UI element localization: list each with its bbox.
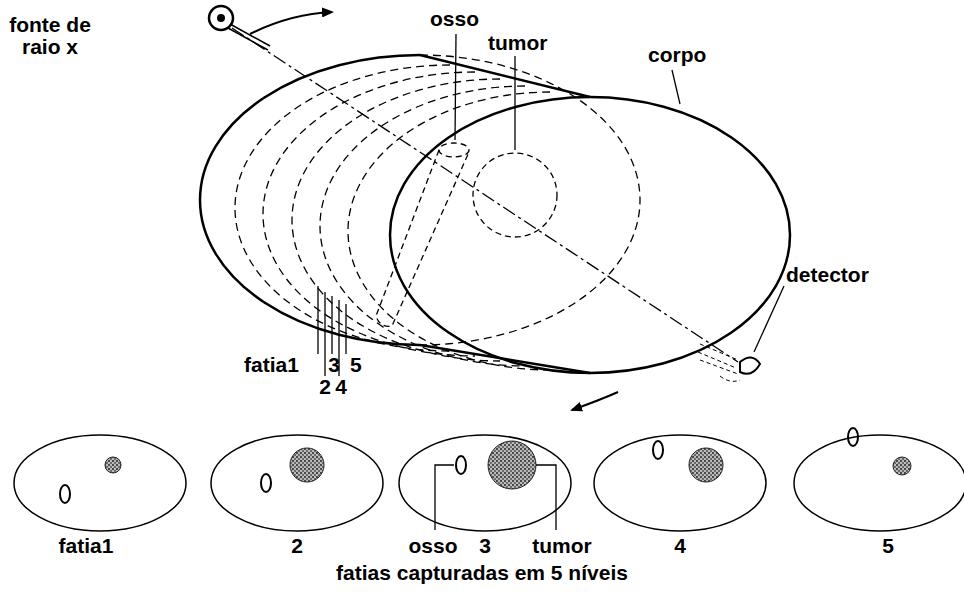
drawing-stroke — [14, 435, 186, 531]
drawing-stroke — [318, 34, 784, 376]
drawing-stroke — [514, 56, 515, 150]
part-label: 2 — [291, 535, 303, 557]
drawing-stroke — [473, 153, 557, 237]
drawing-stroke — [345, 304, 346, 354]
drawing-stroke — [14, 6, 964, 531]
part-label: tumor — [532, 535, 592, 557]
part-label: osso — [430, 8, 479, 30]
drawing-stroke — [572, 392, 618, 410]
drawing-stroke — [105, 441, 911, 489]
drawing-stroke — [60, 428, 858, 503]
part-label: 4 — [674, 535, 686, 557]
part-label: osso — [408, 535, 457, 557]
drawing-stroke — [331, 296, 332, 354]
drawing-stroke — [698, 344, 740, 381]
drawing-stroke — [232, 28, 738, 362]
drawing-stroke — [435, 465, 556, 530]
drawing-stroke — [376, 150, 469, 326]
drawing-stroke — [420, 55, 590, 373]
drawing-stroke — [672, 70, 680, 104]
drawing-stroke — [60, 485, 70, 503]
drawing-stroke — [455, 34, 456, 140]
part-label: 3 — [328, 354, 340, 376]
drawing-stroke — [324, 292, 325, 376]
drawing-stroke — [653, 441, 663, 459]
part-label: fonte de raio x — [0, 14, 100, 58]
drawing-stroke — [893, 457, 911, 475]
drawing-stroke — [399, 435, 571, 531]
part-label: 4 — [335, 376, 347, 398]
drawing-stroke — [235, 65, 450, 351]
drawing-stroke — [250, 12, 332, 34]
drawing-stroke — [14, 435, 964, 531]
drawing-stroke — [594, 435, 766, 531]
drawing-stroke — [698, 344, 740, 381]
drawing-stroke — [754, 286, 784, 352]
part-label: fatia1 — [244, 354, 299, 376]
drawing-stroke — [209, 6, 233, 30]
drawing-stroke — [320, 86, 525, 366]
part-label: 3 — [479, 535, 491, 557]
drawing-stroke — [536, 465, 556, 530]
drawing-stroke — [848, 428, 858, 446]
drawing-stroke — [290, 448, 324, 482]
part-label: 5 — [882, 535, 894, 557]
drawing-stroke — [200, 55, 420, 345]
drawing-stroke — [456, 456, 466, 474]
drawing-stroke — [261, 474, 271, 492]
drawing-stroke — [105, 457, 121, 473]
drawing-stroke — [740, 357, 760, 373]
drawing-stroke — [488, 441, 536, 489]
drawing-stroke — [211, 435, 383, 531]
drawing-stroke — [292, 79, 500, 361]
drawing-stroke — [376, 143, 469, 326]
figure-caption: fatias capturadas em 5 níveis — [336, 562, 628, 584]
drawing-stroke — [439, 143, 469, 157]
drawing-stroke — [689, 448, 723, 482]
part-label: fatia1 — [59, 535, 114, 557]
drawing-stroke — [317, 286, 318, 354]
drawing-stroke — [263, 72, 475, 356]
part-label: tumor — [488, 32, 548, 54]
drawing-stroke — [390, 97, 790, 373]
part-label: corpo — [648, 44, 706, 66]
drawing-stroke — [794, 435, 964, 531]
part-label: 2 — [319, 376, 331, 398]
drawing-stroke — [435, 465, 454, 530]
drawing-stroke — [218, 15, 224, 21]
part-label: 5 — [350, 354, 362, 376]
part-label: detector — [786, 264, 869, 286]
drawing-stroke — [348, 92, 550, 370]
